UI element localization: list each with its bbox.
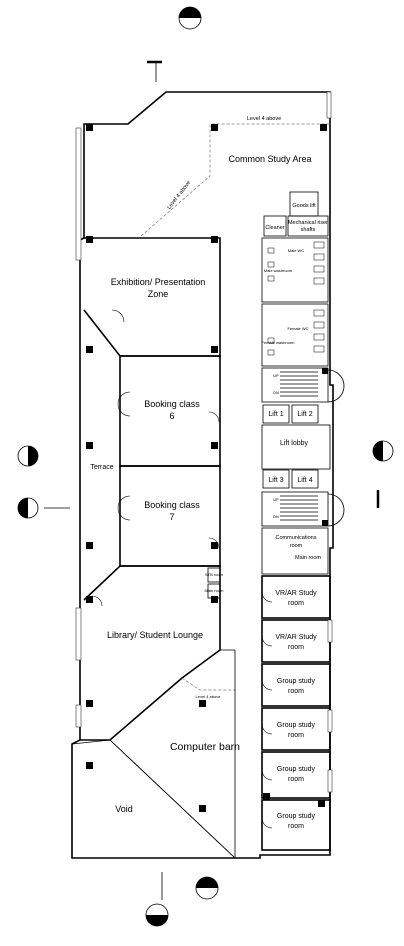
group-room-4-label: Group study: [277, 813, 316, 820]
terrace-outline: [83, 309, 121, 601]
group-room-1-box: [261, 663, 331, 707]
booking-class-7-number: 7: [169, 512, 174, 522]
curtain-wall-right-top: [326, 91, 332, 119]
lift-lobby-box: [261, 424, 331, 470]
lift-1-box: [262, 404, 290, 424]
stair-1: [261, 367, 345, 403]
group-room-1-label: Group study: [277, 678, 316, 685]
booking-class-7-label: Booking class: [144, 500, 200, 510]
glazing-right: [327, 619, 333, 793]
male-wc-label: Male WC: [288, 248, 305, 253]
library-walls: [80, 565, 221, 741]
computer-barn-walls: [109, 649, 236, 859]
terrace-label: Terrace: [90, 464, 113, 471]
library-label: Library/ Student Lounge: [107, 630, 203, 640]
vr-ar-room-1-box: [261, 575, 331, 619]
male-washroom-label: Male washroom: [264, 268, 293, 273]
main-room-label: Main room: [295, 555, 321, 561]
lift-2-label: Lift 2: [297, 411, 312, 418]
washroom-fixtures: [267, 241, 325, 356]
mechanical-shafts-label: shafts: [301, 227, 316, 233]
group-room-3-label: Group study: [277, 766, 316, 773]
store-2-label: Main room: [205, 588, 225, 593]
building-outline: [71, 91, 334, 859]
exhibition-label-2: Zone: [148, 289, 169, 299]
goods-lift-label: Goods lift: [292, 203, 316, 209]
vr-ar-room-2-box: [261, 619, 331, 663]
level4-outline-lower: [181, 677, 235, 691]
group-room-3-label-2: room: [288, 776, 304, 783]
structural-columns: [86, 124, 328, 812]
level4-label-top: Level 4 above: [247, 116, 281, 122]
level4-label-lower: Level 4 above: [196, 694, 222, 699]
cleaner-box: [263, 215, 287, 237]
common-study-area-label: Common Study Area: [228, 154, 311, 164]
female-wc-label: Female WC: [287, 326, 308, 331]
mechanical-riser-label: Mechanical riser: [288, 220, 328, 226]
group-room-2-box: [261, 707, 331, 751]
booking-class-6-number: 6: [169, 411, 174, 421]
vr-ar-room-1-label: VR/AR Study: [275, 590, 317, 597]
stair-2-up: UP: [273, 497, 279, 502]
curtain-wall-left: [75, 127, 82, 728]
stair-2: [261, 491, 345, 527]
group-room-1-label-2: room: [288, 688, 304, 695]
stair-1-up: UP: [273, 373, 279, 378]
lift-4-box: [291, 469, 319, 489]
female-washroom-box: [261, 303, 329, 367]
section-marker-top: [147, 6, 202, 82]
communications-room-label-2: room: [290, 543, 303, 549]
female-washroom-label: Female washroom: [262, 340, 296, 345]
store-1-label: STB room: [205, 572, 224, 577]
void-label: Void: [115, 804, 133, 814]
group-room-4-label-2: room: [288, 823, 304, 830]
section-marker-left: [17, 445, 70, 519]
lift-3-box: [262, 469, 290, 489]
section-marker-bottom: [145, 872, 219, 927]
cleaner-label: Cleaner: [265, 225, 284, 231]
lift-lobby-label: Lift lobby: [280, 440, 309, 447]
group-room-2-label: Group study: [277, 722, 316, 729]
group-room-3-box: [261, 751, 331, 799]
booking-class-6-label: Booking class: [144, 399, 200, 409]
lift-3-label: Lift 3: [268, 477, 283, 484]
stair-2-dn: DN: [273, 514, 279, 519]
level4-label-diagonal: Level 4 above: [166, 180, 192, 211]
void-walls: [71, 739, 236, 859]
room-doors-right: [261, 591, 273, 829]
group-room-4-box: [261, 799, 331, 851]
vr-ar-room-1-label-2: room: [288, 600, 304, 607]
mechanical-riser-box: [287, 215, 329, 237]
vr-ar-room-2-label: VR/AR Study: [275, 634, 317, 641]
lift-1-label: Lift 1: [268, 411, 283, 418]
group-room-2-label-2: room: [288, 732, 304, 739]
computer-barn-label: Computer barn: [170, 741, 240, 753]
section-marker-right: [372, 440, 394, 508]
level4-outline-top: [140, 123, 330, 237]
lift-2-box: [291, 404, 319, 424]
vr-ar-room-2-label-2: room: [288, 644, 304, 651]
stair-1-dn: DN: [273, 390, 279, 395]
communications-room-box: [261, 527, 329, 575]
lift-4-label: Lift 4: [297, 477, 312, 484]
exhibition-label-1: Exhibition/ Presentation: [111, 277, 206, 287]
male-washroom-box: [261, 237, 329, 303]
communications-room-label: Communications: [276, 535, 317, 541]
